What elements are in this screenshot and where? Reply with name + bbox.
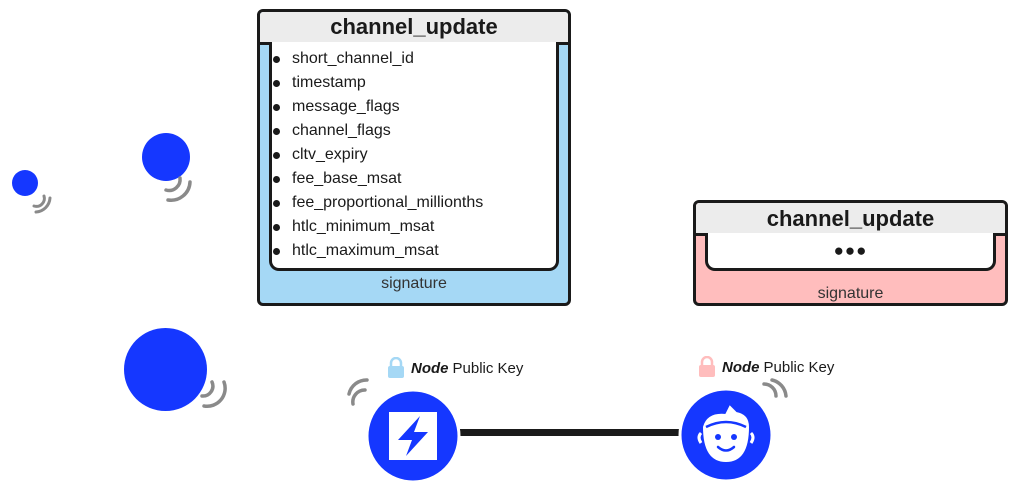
- ellipsis-dots: ●●●: [833, 241, 868, 260]
- field-fee-base-msat: fee_base_msat: [266, 167, 556, 191]
- card-title: channel_update: [696, 203, 1005, 236]
- node-public-key-label-left: Node Public Key: [387, 357, 523, 379]
- field-fee-proportional-millionths: fee_proportional_millionths: [266, 191, 556, 215]
- node-word: Node: [411, 359, 449, 377]
- gossip-dot-small: [12, 170, 38, 196]
- channel-update-card-left: channel_update short_channel_id timestam…: [257, 9, 571, 306]
- card-fields-box: short_channel_id timestamp message_flags…: [269, 42, 559, 271]
- signature-label: signature: [381, 275, 447, 292]
- lock-icon: [699, 356, 715, 377]
- field-message-flags: message_flags: [266, 95, 556, 119]
- signal-waves-icon: [762, 378, 788, 398]
- field-short-channel-id: short_channel_id: [266, 47, 556, 71]
- field-channel-flags: channel_flags: [266, 119, 556, 143]
- field-htlc-maximum-msat: htlc_maximum_msat: [266, 239, 556, 263]
- field-list: short_channel_id timestamp message_flags…: [266, 47, 556, 263]
- channel-line: [460, 429, 686, 436]
- signal-waves-icon: [200, 380, 227, 409]
- signal-waves-icon: [347, 378, 369, 406]
- field-timestamp: timestamp: [266, 71, 556, 95]
- field-htlc-minimum-msat: htlc_minimum_msat: [266, 215, 556, 239]
- node-lightning-logo-icon[interactable]: [365, 388, 461, 484]
- gossip-dot-large: [124, 328, 207, 411]
- field-cltv-expiry: cltv_expiry: [266, 143, 556, 167]
- node-word: Node: [722, 358, 760, 376]
- card-title: channel_update: [260, 12, 568, 45]
- lock-icon: [388, 357, 404, 378]
- gossip-dot-medium: [142, 133, 190, 181]
- public-key-text: Public Key: [763, 358, 835, 376]
- public-key-text: Public Key: [452, 359, 524, 377]
- signal-waves-icon: [164, 176, 192, 202]
- node-smiling-face-icon[interactable]: [678, 387, 774, 483]
- signature-label: signature: [817, 285, 884, 302]
- channel-update-card-right: channel_update ●●● signature: [693, 200, 1008, 306]
- signal-waves-icon: [32, 194, 52, 214]
- node-public-key-label-right: Node Public Key: [698, 356, 834, 378]
- card-fields-box: ●●●: [705, 233, 996, 271]
